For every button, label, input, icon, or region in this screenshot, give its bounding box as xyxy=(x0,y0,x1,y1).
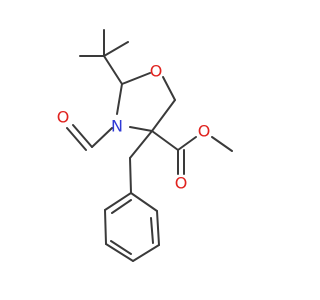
bond-c5-c4 xyxy=(151,99,176,132)
bond-benzene-3-4 xyxy=(132,244,160,262)
bond-benzene-inner-b xyxy=(110,240,132,255)
bond-c2-o1 xyxy=(121,72,151,85)
bond-benzene-6-1 xyxy=(104,192,132,211)
ring-oxygen-label: O xyxy=(150,62,163,81)
bond-ester-c-o xyxy=(177,136,197,151)
bond-formyl-double-b xyxy=(66,127,87,151)
carbonyl-oxygen-label: O xyxy=(175,174,188,193)
bond-benzene-2-3 xyxy=(156,210,160,246)
bond-tbu-to-c2 xyxy=(103,55,123,85)
molecule-canvas: O N O O O xyxy=(56,29,233,262)
ring-nitrogen-label: N xyxy=(111,117,123,136)
bond-benzene-inner-c xyxy=(111,199,132,214)
bond-benzene-5-6 xyxy=(104,209,107,245)
bond-tbu-center-right xyxy=(103,41,129,57)
bond-c4-ester-c xyxy=(151,130,179,151)
bond-o1-c5 xyxy=(162,76,176,101)
bond-n3-c2 xyxy=(116,83,123,115)
molecule-structure: O N O O O xyxy=(57,29,233,262)
bond-benzene-1-2 xyxy=(130,192,158,212)
formyl-oxygen-label: O xyxy=(57,108,70,127)
bond-formyl-double-a xyxy=(72,124,93,148)
bond-c4-ch2 xyxy=(129,130,153,159)
bond-ch2-ring xyxy=(129,157,132,194)
ester-oxygen-label: O xyxy=(198,122,211,141)
bond-o-methyl xyxy=(211,136,233,152)
bond-benzene-4-5 xyxy=(105,243,134,262)
bond-n3-formyl-c xyxy=(91,127,113,148)
bond-c4-n3 xyxy=(129,126,153,132)
bond-benzene-inner-a xyxy=(150,217,154,244)
